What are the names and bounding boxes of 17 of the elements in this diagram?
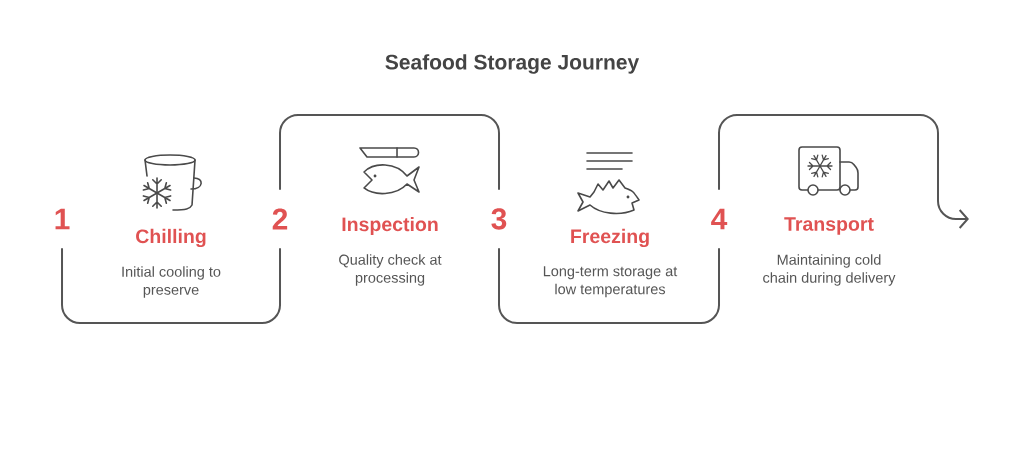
step-title: Freezing	[571, 228, 649, 248]
step-number: 4	[711, 208, 728, 230]
step-number: 3	[491, 208, 507, 230]
step-description: Quality check at processing	[339, 254, 442, 286]
step-title: Chilling	[136, 228, 206, 248]
connector-line	[498, 247, 720, 324]
step-description: Initial cooling to preserve	[122, 266, 221, 298]
connector-line	[61, 247, 281, 324]
connector-line	[279, 114, 500, 191]
step-number: 1	[55, 208, 70, 230]
step-title: Transport	[784, 217, 874, 235]
step-number: 2	[272, 208, 288, 230]
step-title: Inspection	[342, 216, 438, 236]
arrow	[718, 114, 969, 229]
step-description: Maintaining cold chain during delivery	[763, 254, 896, 286]
step-description: Long-term storage at low temperatures	[543, 266, 678, 298]
title: Seafood Storage Journey	[385, 54, 640, 74]
